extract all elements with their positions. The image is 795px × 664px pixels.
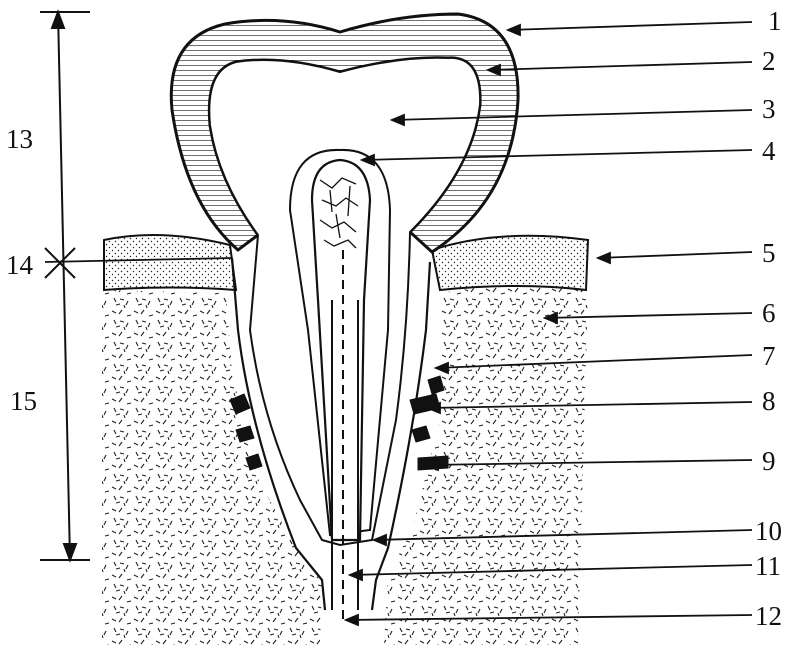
label-5: 5 [762, 238, 776, 268]
label-2: 2 [762, 46, 776, 76]
label-9: 9 [762, 446, 776, 476]
label-8: 8 [762, 386, 776, 416]
bone-right [384, 286, 588, 645]
height-scale [40, 12, 90, 560]
label-14: 14 [6, 250, 34, 280]
gum-left [104, 235, 236, 290]
label-12: 12 [755, 601, 782, 631]
label-7: 7 [762, 341, 776, 371]
label-10: 10 [755, 516, 782, 546]
label-13: 13 [6, 124, 33, 154]
gum-right [432, 236, 588, 290]
label-6: 6 [762, 298, 776, 328]
label-15: 15 [10, 386, 37, 416]
label-3: 3 [762, 94, 776, 124]
label-11: 11 [755, 551, 781, 581]
label-1: 1 [768, 6, 782, 36]
label-4: 4 [762, 136, 776, 166]
